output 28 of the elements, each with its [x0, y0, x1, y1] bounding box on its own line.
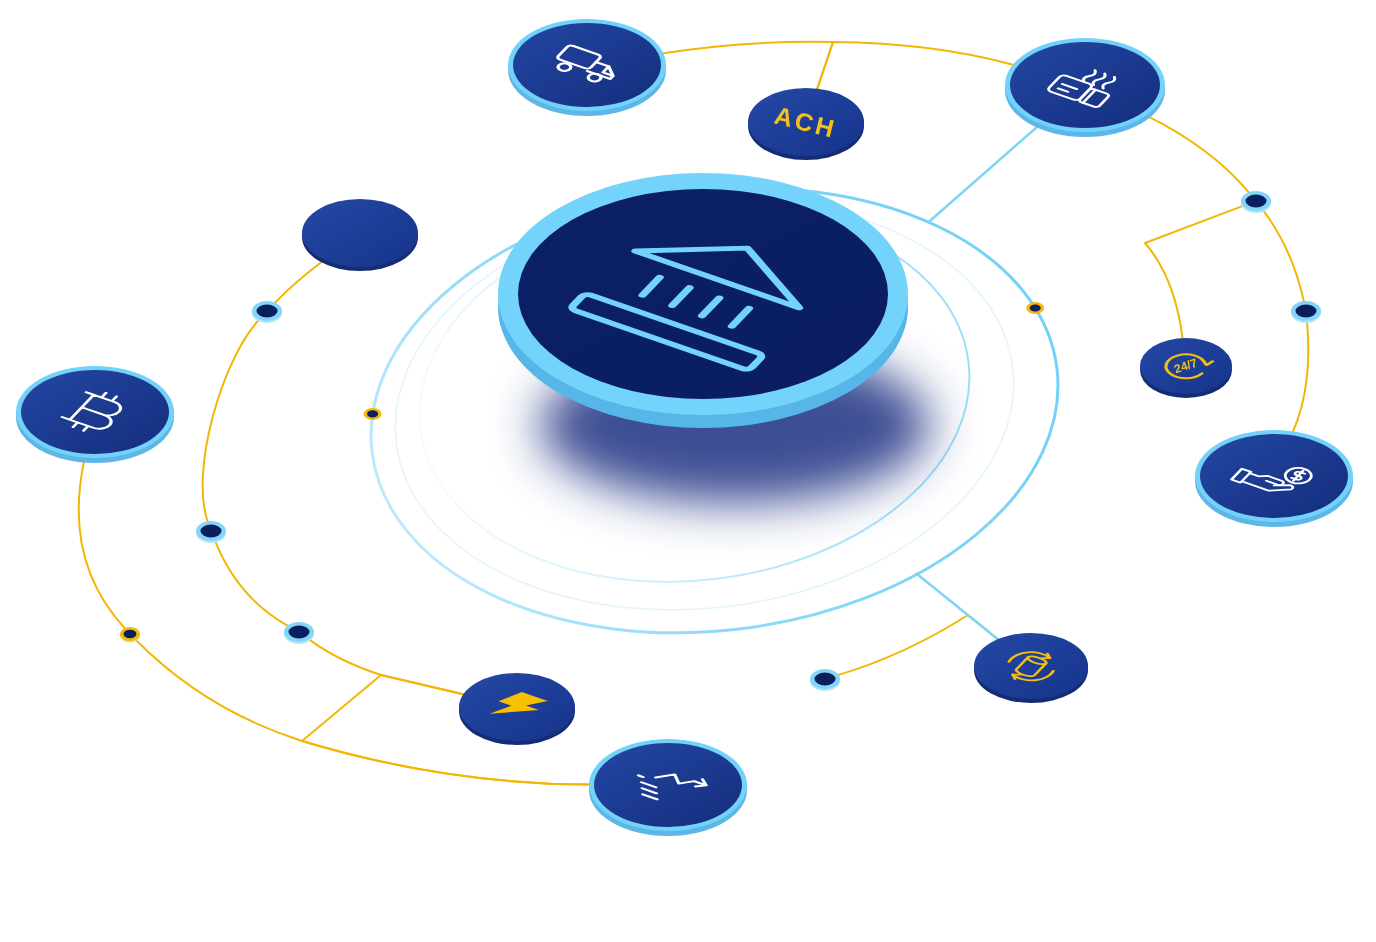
connector-line — [1261, 208, 1305, 303]
disc-node — [1005, 38, 1165, 137]
connector-line — [301, 674, 590, 786]
node-label: 24/7 — [1173, 356, 1199, 376]
connector-line — [816, 41, 1014, 90]
junction-dot — [1241, 191, 1271, 213]
disc-node — [302, 199, 418, 271]
disc-node — [589, 739, 747, 836]
junction-dot — [1291, 301, 1321, 323]
junction-dot — [810, 669, 840, 691]
disc-node — [508, 19, 666, 116]
disc-node — [459, 673, 575, 745]
connector-line — [915, 572, 1000, 641]
connector-line — [1292, 320, 1310, 433]
junction-dot — [284, 622, 314, 644]
disc-node — [1195, 430, 1353, 527]
disc-node — [748, 88, 864, 160]
connector-line — [201, 318, 261, 523]
connector-line — [1144, 204, 1244, 340]
hub-disc — [498, 173, 908, 428]
junction-dot — [196, 521, 226, 543]
node-label: ACH — [772, 102, 840, 142]
disc-node — [16, 366, 174, 463]
disc-node — [1140, 338, 1232, 398]
junction-dot — [252, 301, 282, 323]
junction-dot — [120, 627, 140, 643]
connector-line — [213, 539, 289, 627]
disc-node — [974, 633, 1088, 703]
